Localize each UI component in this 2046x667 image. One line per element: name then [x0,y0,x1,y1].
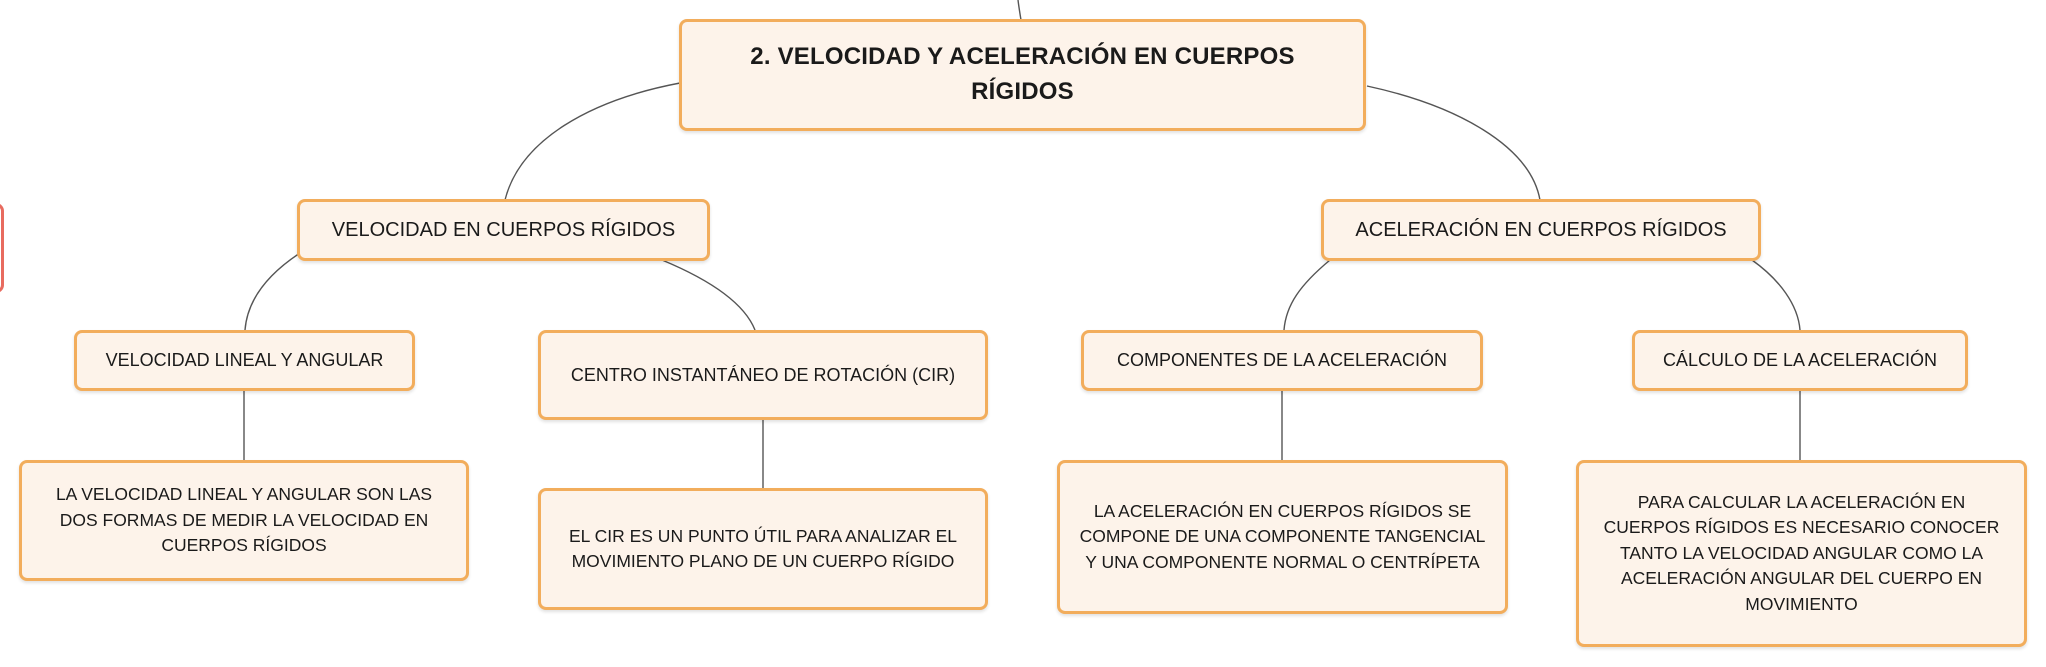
connector-aceleracion-componentes [1283,259,1331,331]
topic-node-velocidad-lineal[interactable]: VELOCIDAD LINEAL Y ANGULAR [74,330,415,391]
topic-node-calculo[interactable]: CÁLCULO DE LA ACELERACIÓN [1632,330,1968,391]
topic-node-label: VELOCIDAD LINEAL Y ANGULAR [105,350,384,371]
topic-node-cir[interactable]: CENTRO INSTANTÁNEO DE ROTACIÓN (CIR) [538,330,988,420]
connector-velocidad-cir [661,259,756,331]
connector-root-velocidad [504,82,681,201]
topic-node-label: CENTRO INSTANTÁNEO DE ROTACIÓN (CIR) [570,364,956,385]
branch-node-label: ACELERACIÓN EN CUERPOS RÍGIDOS [1355,218,1727,241]
detail-node-velocidad-lineal[interactable]: LA VELOCIDAD LINEAL Y ANGULAR SON LAS DO… [19,460,469,581]
topic-node-label: CÁLCULO DE LA ACELERACIÓN [1662,350,1938,371]
branch-node-velocidad[interactable]: VELOCIDAD EN CUERPOS RÍGIDOS [297,199,710,261]
root-node[interactable]: 2. VELOCIDAD Y ACELERACIÓN EN CUERPOS RÍ… [679,19,1366,131]
root-node-label: 2. VELOCIDAD Y ACELERACIÓN EN CUERPOS RÍ… [750,43,1295,105]
detail-node-cir[interactable]: EL CIR ES UN PUNTO ÚTIL PARA ANALIZAR EL… [538,488,988,610]
connector-aceleracion-calculo [1751,259,1801,331]
branch-node-aceleracion[interactable]: ACELERACIÓN EN CUERPOS RÍGIDOS [1321,199,1761,261]
detail-node-text: LA ACELERACIÓN EN CUERPOS RÍGIDOS SE COM… [1079,500,1486,572]
detail-node-calculo[interactable]: PARA CALCULAR LA ACELERACIÓN EN CUERPOS … [1576,460,2027,647]
branch-node-label: VELOCIDAD EN CUERPOS RÍGIDOS [331,218,676,241]
detail-node-text: LA VELOCIDAD LINEAL Y ANGULAR SON LAS DO… [55,484,433,556]
detail-node-text: PARA CALCULAR LA ACELERACIÓN EN CUERPOS … [1603,492,2000,614]
detail-node-componentes[interactable]: LA ACELERACIÓN EN CUERPOS RÍGIDOS SE COM… [1057,460,1508,614]
detail-node-text: EL CIR ES UN PUNTO ÚTIL PARA ANALIZAR EL… [568,525,958,571]
connector-root-aceleracion [1366,85,1541,201]
connector-root-parent [1017,0,1022,21]
connector-velocidad-lineal [244,252,301,331]
collapsed-node-edge[interactable] [0,203,4,293]
topic-node-componentes[interactable]: COMPONENTES DE LA ACELERACIÓN [1081,330,1483,391]
topic-node-label: COMPONENTES DE LA ACELERACIÓN [1116,350,1448,371]
